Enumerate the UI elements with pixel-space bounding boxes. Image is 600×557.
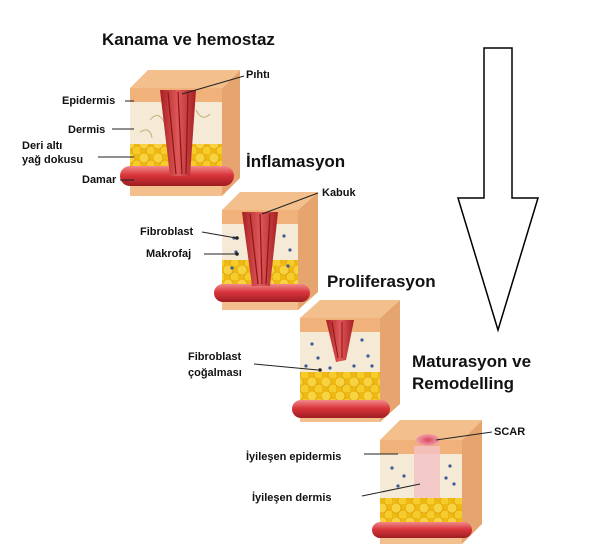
label-epidermis: Epidermis — [62, 95, 116, 107]
label-subcutaneous-line1: Deri altı — [22, 140, 63, 152]
vessel-3 — [292, 400, 390, 418]
stage-title-inflammation: İnflamasyon — [246, 152, 346, 171]
skin-block-4 — [372, 420, 482, 544]
progression-arrow — [456, 47, 540, 333]
skin-block-2 — [214, 192, 318, 310]
stage-title-maturation-line1: Maturasyon ve — [412, 352, 532, 371]
skin-block-1 — [120, 70, 240, 196]
vessel-2 — [214, 284, 310, 302]
label-scar: SCAR — [494, 426, 526, 438]
label-healing-dermis: İyileşen dermis — [252, 492, 332, 504]
label-dermis: Dermis — [68, 124, 106, 136]
scar-tissue-4 — [416, 434, 440, 446]
label-scab: Kabuk — [322, 187, 356, 199]
leader-lines — [98, 75, 493, 497]
label-subcutaneous-line2: yağ dokusu — [22, 154, 84, 166]
stage-title-maturation-line2: Remodelling — [412, 374, 515, 393]
label-clot: Pıhtı — [246, 69, 270, 81]
vessel-4 — [372, 522, 472, 538]
label-fibroblast: Fibroblast — [140, 226, 194, 238]
label-healing-epidermis: İyileşen epidermis — [246, 451, 342, 463]
stage-title-hemostasis: Kanama ve hemostaz — [102, 30, 275, 49]
stage-title-proliferation: Proliferasyon — [327, 272, 436, 291]
label-vessel: Damar — [82, 174, 117, 186]
label-macrophage: Makrofaj — [146, 248, 192, 260]
label-fibroblast-proliferation-line1: Fibroblast — [188, 351, 242, 363]
skin-block-3 — [292, 300, 400, 422]
label-fibroblast-proliferation-line2: çoğalması — [188, 367, 242, 379]
